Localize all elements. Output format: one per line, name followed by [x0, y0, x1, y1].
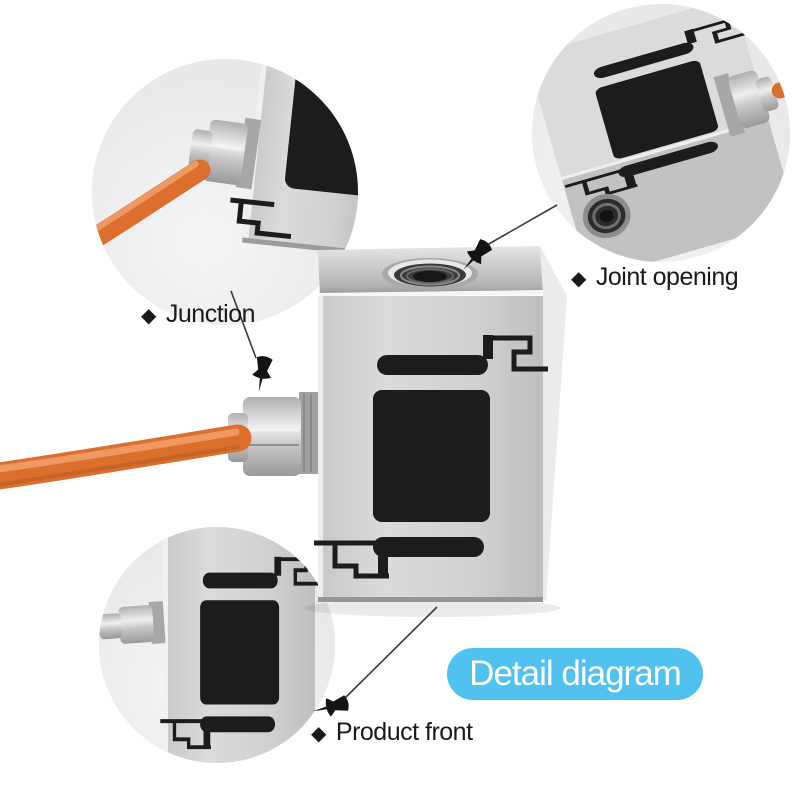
joint-opening-callout-line	[479, 204, 558, 250]
junction-closeup-gland	[188, 117, 262, 190]
joint-opening-closeup-block	[532, 4, 790, 262]
main-product-right-face	[540, 246, 567, 601]
joint-opening-label: ◆ Joint opening	[571, 263, 739, 292]
product-front-closeup-connector	[99, 601, 166, 644]
product-front-label: ◆ Product front	[311, 718, 473, 747]
pushpin-icon	[249, 354, 275, 394]
main-product	[228, 246, 567, 617]
joint-opening-threaded-hole	[582, 193, 631, 239]
main-product-top-hole	[382, 258, 478, 290]
main-cable	[0, 424, 252, 490]
diamond-icon: ◆	[311, 722, 326, 745]
junction-label: ◆ Junction	[141, 300, 256, 329]
diamond-icon: ◆	[141, 304, 156, 327]
detail-diagram-badge: Detail diagram	[447, 648, 703, 700]
junction-closeup-cable	[92, 159, 211, 251]
product-front-closeup-plate	[158, 527, 321, 763]
detail-diagram-badge-text: Detail diagram	[469, 654, 682, 693]
product-front-callout-circle	[99, 527, 335, 763]
product-front-label-text: Product front	[335, 718, 473, 746]
product-front-callout-line	[340, 606, 438, 703]
junction-label-text: Junction	[165, 300, 256, 328]
joint-opening-label-text: Joint opening	[595, 263, 739, 291]
junction-callout-line	[230, 290, 257, 359]
joint-opening-closeup-gland	[713, 70, 788, 137]
joint-opening-callout-circle	[532, 4, 790, 262]
junction-callout-circle	[92, 59, 358, 325]
diamond-icon: ◆	[571, 267, 586, 290]
